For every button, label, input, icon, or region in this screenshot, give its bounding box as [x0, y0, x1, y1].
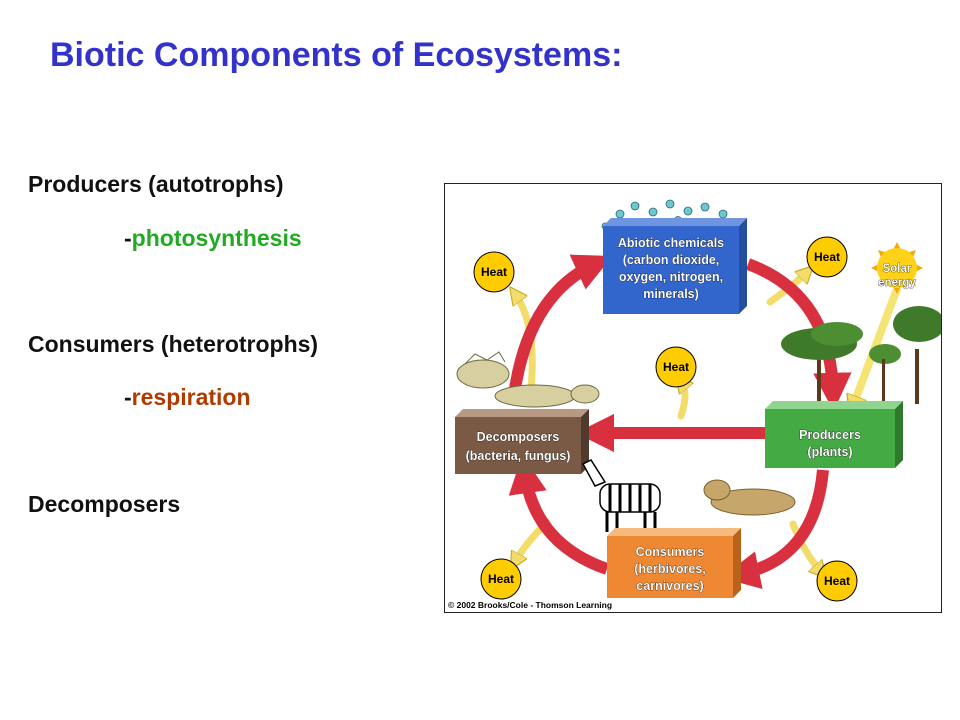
- producers-sublabel: (plants): [807, 445, 852, 459]
- producers-label: Producers: [799, 428, 861, 442]
- consumers-sublabel-2: carnivores): [636, 579, 703, 593]
- lion-illustration: [703, 479, 796, 516]
- tree-illustrations: [781, 306, 941, 405]
- heat-label: Heat: [814, 250, 840, 264]
- decomposers-label: Decomposers: [477, 430, 560, 444]
- solar-line-2: energy: [878, 277, 916, 289]
- sun-icon: Solar energy: [871, 242, 923, 294]
- decomposers-sublabel: (bacteria, fungus): [466, 449, 571, 463]
- heat-circle-topleft: Heat: [473, 251, 515, 293]
- bullet-decomposers: Decomposers: [28, 491, 181, 517]
- abiotic-line-4: minerals): [643, 287, 699, 301]
- photosynthesis-text: photosynthesis: [131, 225, 302, 251]
- slide-title: Biotic Components of Ecosystems:: [50, 36, 623, 74]
- heat-label: Heat: [481, 265, 507, 279]
- heat-circle-center: Heat: [655, 346, 697, 388]
- producers-box: Producers (plants): [765, 401, 903, 468]
- heat-circle-topright: Heat: [806, 236, 848, 278]
- consumers-box: Consumers (herbivores, carnivores): [607, 528, 741, 598]
- decomposers-box: Decomposers (bacteria, fungus): [455, 409, 589, 474]
- zebra-illustration: [581, 459, 661, 532]
- bullet-producers: Producers (autotrophs): [28, 171, 284, 197]
- abiotic-chemicals-box: Abiotic chemicals (carbon dioxide, oxyge…: [603, 218, 747, 314]
- heat-label: Heat: [488, 572, 514, 586]
- bullet-consumers: Consumers (heterotrophs): [28, 331, 319, 357]
- abiotic-line-1: Abiotic chemicals: [618, 236, 724, 250]
- bullet-respiration: -respiration: [124, 384, 251, 411]
- abiotic-line-3: oxygen, nitrogen,: [619, 270, 723, 284]
- solar-line-1: Solar: [883, 263, 912, 275]
- consumers-sublabel-1: (herbivores,: [634, 562, 706, 576]
- bullet-photosynthesis: -photosynthesis: [124, 225, 302, 252]
- dash: -: [124, 225, 132, 251]
- decaying-animal-illustration: [456, 351, 600, 408]
- ecosystem-cycle-diagram: Abiotic chemicals (carbon dioxide, oxyge…: [444, 183, 942, 613]
- respiration-text: respiration: [131, 384, 251, 410]
- heat-label: Heat: [663, 360, 689, 374]
- dash: -: [124, 384, 132, 410]
- abiotic-line-2: (carbon dioxide,: [623, 253, 720, 267]
- nutrient-cycle-arrows: [508, 254, 852, 590]
- heat-circle-bottomright: Heat: [816, 560, 858, 602]
- consumers-label: Consumers: [636, 545, 705, 559]
- heat-label: Heat: [824, 574, 850, 588]
- copyright-note: © 2002 Brooks/Cole - Thomson Learning: [448, 600, 612, 610]
- heat-circle-bottomleft: Heat: [480, 558, 522, 600]
